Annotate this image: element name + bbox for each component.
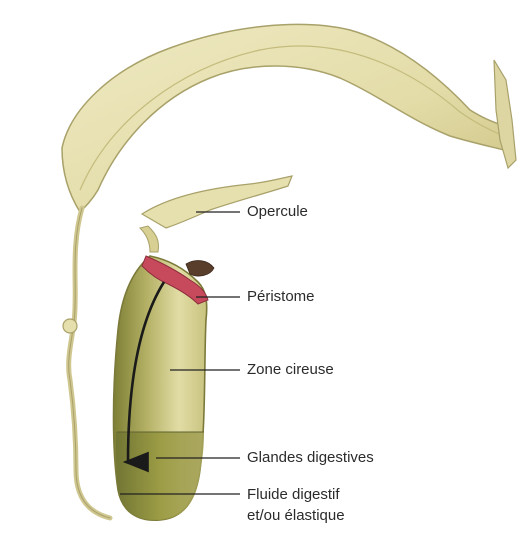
label-glandes-digestives: Glandes digestives [247,447,374,468]
lid-hinge [140,226,159,252]
stem-remnant [494,60,516,168]
label-opercule: Opercule [247,201,308,222]
label-fluide-line1: Fluide digestif [247,484,345,505]
label-fluide-digestif: Fluide digestif et/ou élastique [247,484,345,526]
insect-on-rim [186,261,214,276]
label-zone-cireuse: Zone cireuse [247,359,334,380]
tendril-bud [63,319,77,333]
label-peristome: Péristome [247,286,315,307]
label-fluide-line2: et/ou élastique [247,505,345,526]
